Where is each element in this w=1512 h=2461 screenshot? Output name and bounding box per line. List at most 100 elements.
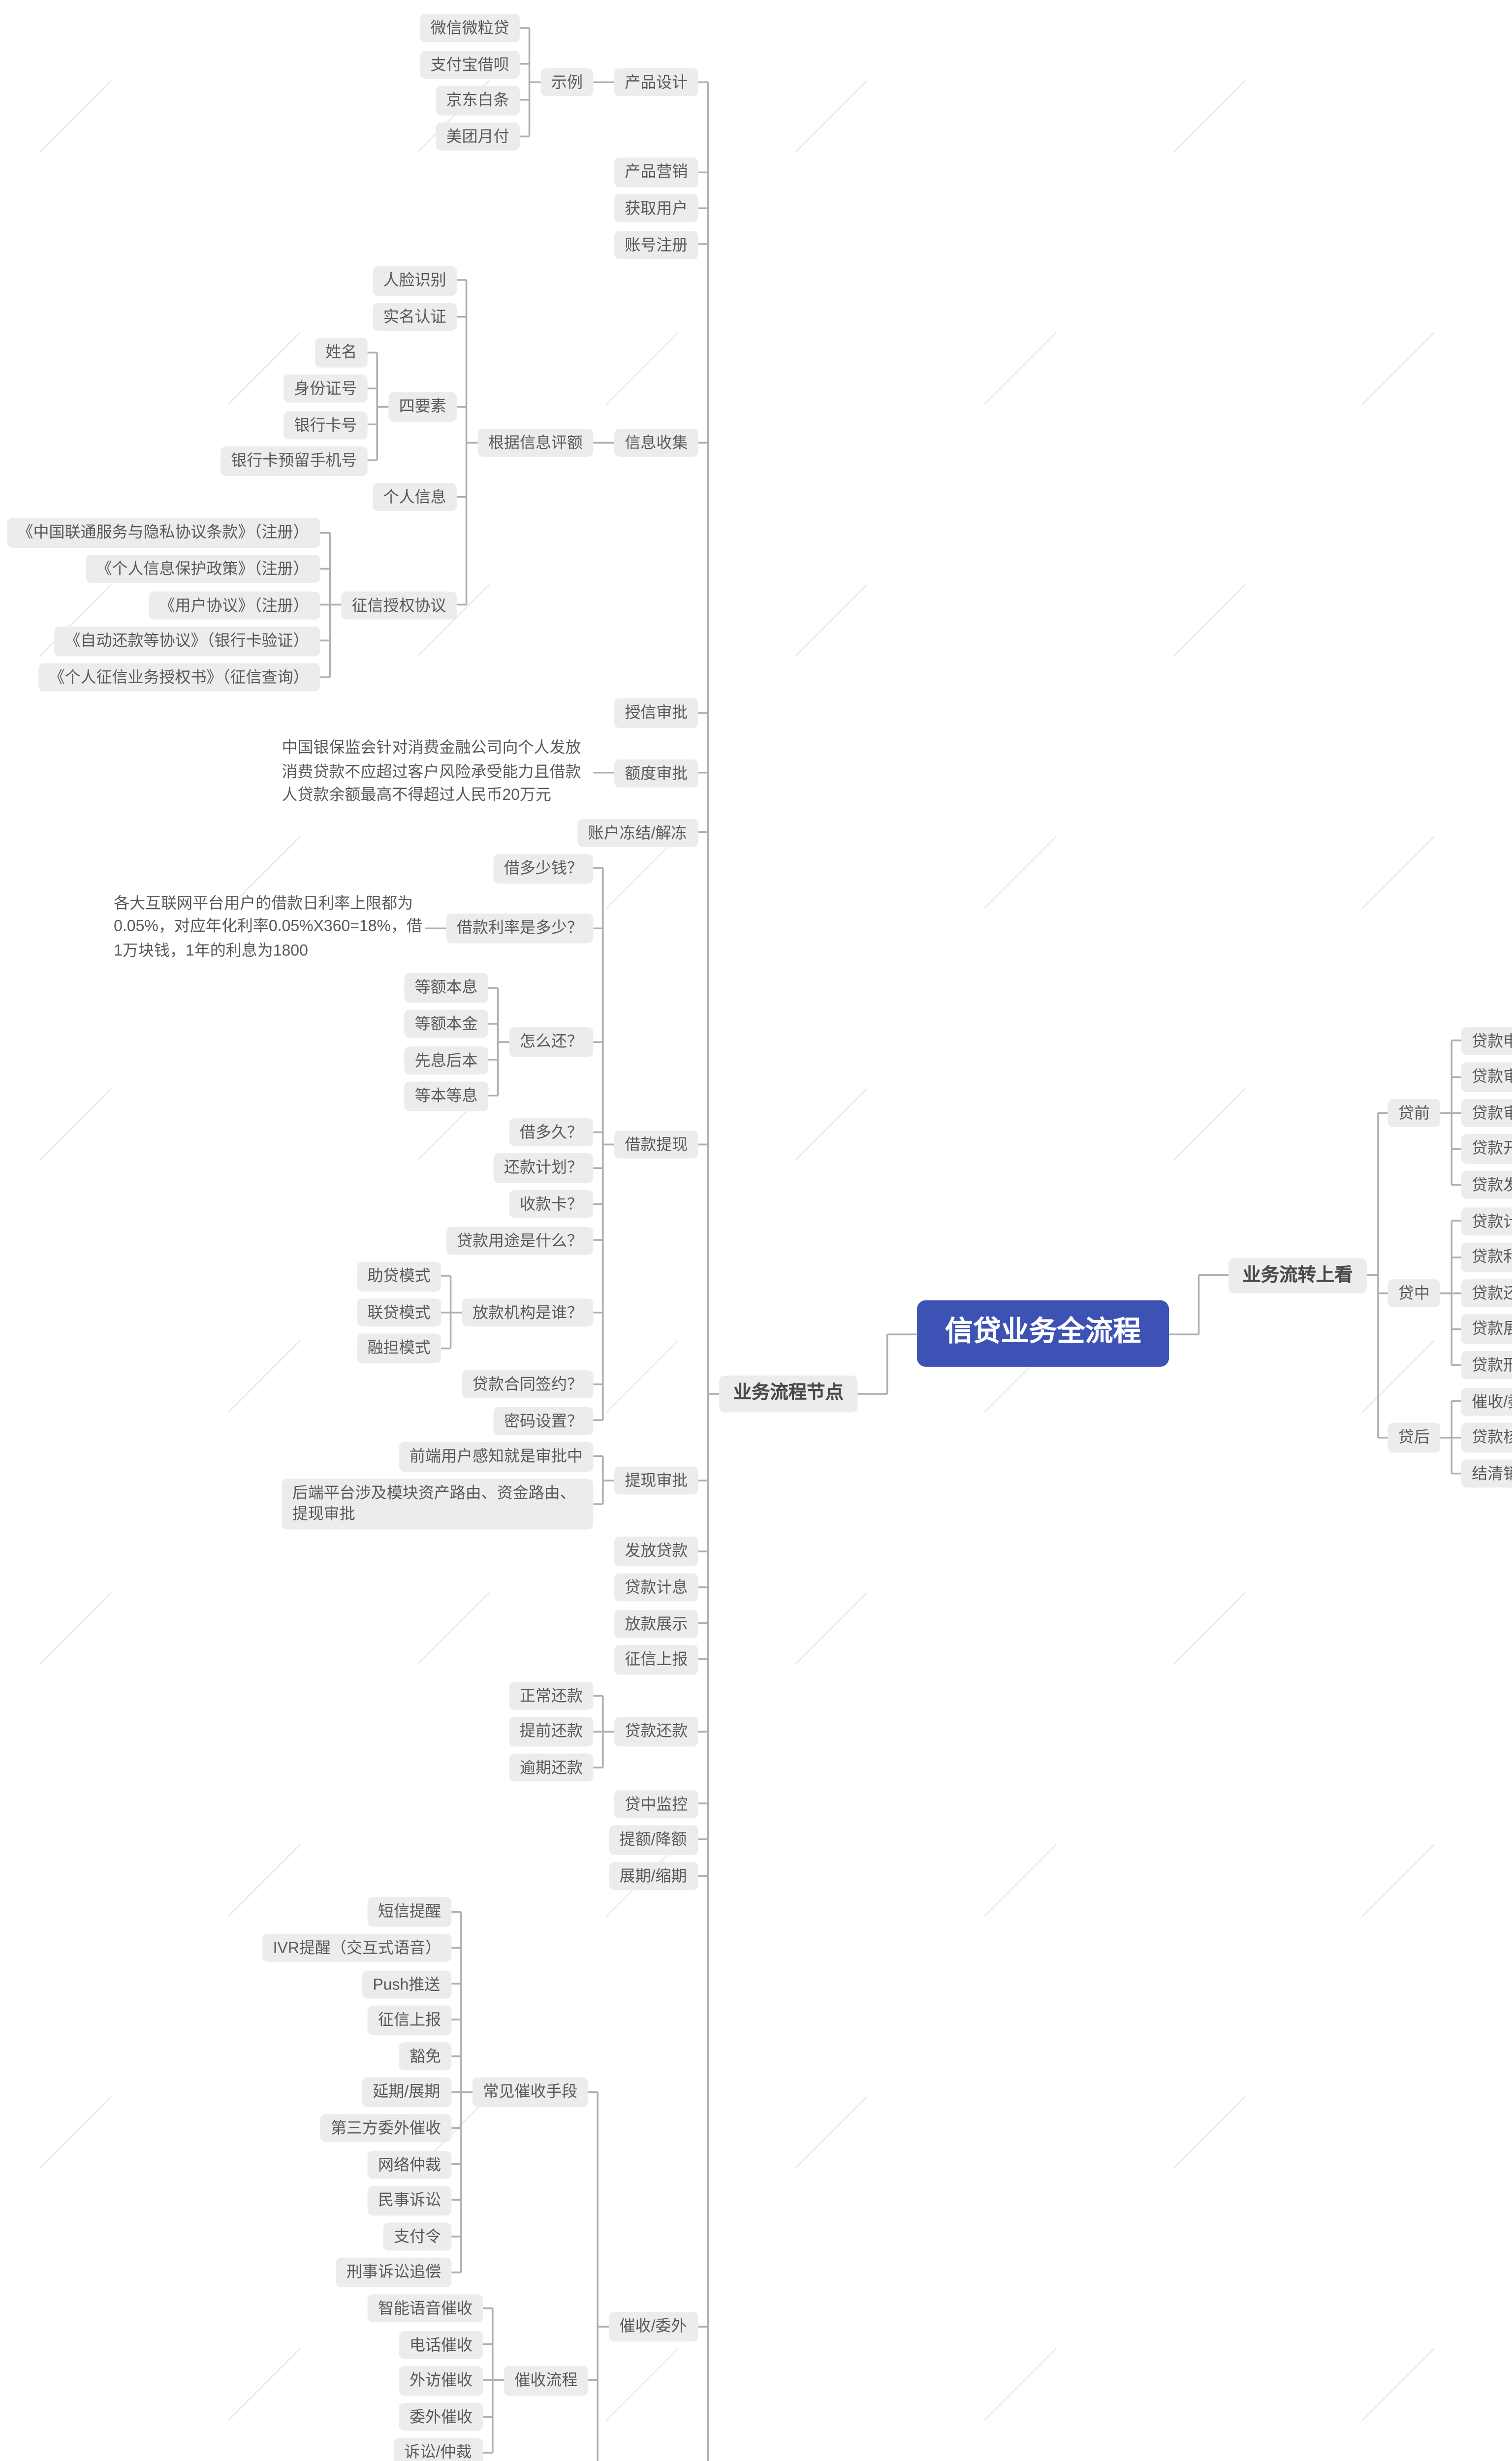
subtopic: 展期/缩期 bbox=[609, 1862, 697, 1891]
subtopic: Push推送 bbox=[362, 1970, 451, 1999]
background-watermark-mark bbox=[1361, 1844, 1435, 1917]
background-watermark-mark bbox=[1172, 584, 1246, 657]
background-watermark-mark bbox=[1361, 332, 1435, 405]
subtopic: 豁免 bbox=[399, 2042, 452, 2071]
subtopic: 提现审批 bbox=[614, 1466, 698, 1495]
subtopic: 借多久？ bbox=[509, 1118, 594, 1147]
subtopic: 账户冻结/解冻 bbox=[577, 818, 697, 847]
background-watermark-mark bbox=[38, 80, 112, 153]
subtopic: 借款利率是多少？ bbox=[446, 914, 594, 943]
subtopic: 放款展示 bbox=[614, 1609, 698, 1638]
subtopic: 诉讼/仲裁 bbox=[393, 2438, 482, 2461]
subtopic: 银行卡预留手机号 bbox=[220, 446, 368, 475]
background-watermark-mark bbox=[983, 2348, 1057, 2421]
subtopic: 催收流程 bbox=[504, 2366, 588, 2396]
background-watermark-mark bbox=[794, 80, 868, 153]
subtopic: 还款计划？ bbox=[493, 1154, 594, 1183]
subtopic: 贷款展期处理 bbox=[1461, 1315, 1512, 1344]
branch-topic: 业务流转上看 bbox=[1228, 1257, 1367, 1294]
subtopic: 贷款合同签约？ bbox=[462, 1370, 594, 1399]
subtopic: 前端用户感知就是审批中 bbox=[399, 1442, 594, 1471]
background-watermark-mark bbox=[38, 2096, 112, 2169]
subtopic: 授信审批 bbox=[614, 699, 698, 728]
subtopic: 催收/委外 bbox=[1461, 1387, 1512, 1416]
subtopic: 结清销户 bbox=[1461, 1459, 1512, 1488]
subtopic: 后端平台涉及模块资产路由、资金路由、提现审批 bbox=[282, 1478, 594, 1529]
subtopic: 获取用户 bbox=[614, 194, 698, 223]
background-watermark-mark bbox=[227, 2348, 301, 2421]
background-watermark-mark bbox=[1361, 2348, 1435, 2421]
subtopic: 第三方委外催收 bbox=[320, 2114, 452, 2143]
subtopic: 贷款申请 bbox=[1461, 1026, 1512, 1056]
subtopic: 个人信息 bbox=[373, 482, 457, 511]
background-watermark-mark bbox=[1361, 836, 1435, 909]
subtopic: 贷中监控 bbox=[614, 1789, 698, 1819]
subtopic: 征信授权协议 bbox=[341, 591, 457, 620]
background-watermark-mark bbox=[794, 2096, 868, 2169]
subtopic: 姓名 bbox=[315, 338, 368, 367]
subtopic: 《自动还款等协议》（银行卡验证） bbox=[54, 627, 319, 656]
subtopic: 借多少钱？ bbox=[493, 854, 594, 883]
subtopic: 智能语音催收 bbox=[367, 2294, 483, 2323]
subtopic: 支付宝借呗 bbox=[420, 50, 520, 79]
subtopic: 委外催收 bbox=[399, 2402, 483, 2431]
subtopic: 征信上报 bbox=[367, 2006, 452, 2035]
background-watermark-mark bbox=[1172, 1088, 1246, 1161]
subtopic: 身份证号 bbox=[283, 374, 368, 404]
subtopic: IVR提醒（交互式语音） bbox=[262, 1933, 452, 1963]
subtopic: 收款卡？ bbox=[509, 1190, 594, 1219]
background-watermark-mark bbox=[38, 1088, 112, 1161]
subtopic: 融担模式 bbox=[357, 1334, 441, 1363]
background-watermark-mark bbox=[227, 1844, 301, 1917]
background-watermark-mark bbox=[1172, 2096, 1246, 2169]
background-watermark-mark bbox=[1361, 1340, 1435, 1413]
subtopic: 信息收集 bbox=[614, 428, 698, 458]
subtopic: 贷前 bbox=[1387, 1099, 1441, 1128]
subtopic: 贷款审查 bbox=[1461, 1063, 1512, 1092]
subtopic: 贷款还款 bbox=[614, 1717, 698, 1746]
subtopic: 贷款利率调整 bbox=[1461, 1243, 1512, 1272]
subtopic: 美团月付 bbox=[436, 122, 520, 151]
subtopic: 根据信息评额 bbox=[477, 428, 594, 458]
background-watermark-mark bbox=[227, 1340, 301, 1413]
subtopic: 额度审批 bbox=[614, 758, 698, 788]
subtopic: 《中国联通服务与隐私协议条款》（注册） bbox=[7, 518, 319, 548]
subtopic: 实名认证 bbox=[373, 302, 457, 331]
branch-topic: 业务流程节点 bbox=[719, 1376, 858, 1412]
note-text: 中国银保监会针对消费金融公司向个人发放消费贷款不应超过客户风险承受能力且借款人贷… bbox=[282, 738, 581, 803]
subtopic: 借款提现 bbox=[614, 1130, 698, 1159]
background-watermark-mark bbox=[1172, 1592, 1246, 1665]
subtopic: 贷款核销 bbox=[1461, 1423, 1512, 1452]
subtopic: 外访催收 bbox=[399, 2366, 483, 2396]
subtopic: 等额本金 bbox=[404, 1010, 489, 1039]
background-watermark-mark bbox=[983, 332, 1057, 405]
subtopic: 京东白条 bbox=[436, 86, 520, 115]
subtopic: 《个人征信业务授权书》（征信查询） bbox=[38, 663, 319, 692]
subtopic: 怎么还？ bbox=[509, 1028, 594, 1057]
subtopic: 四要素 bbox=[388, 392, 457, 421]
subtopic: 延期/展期 bbox=[362, 2078, 451, 2107]
subtopic: 联贷模式 bbox=[357, 1298, 441, 1327]
background-watermark-mark bbox=[605, 2348, 679, 2421]
central-topic: 信贷业务全流程 bbox=[917, 1301, 1169, 1368]
subtopic: 发放贷款 bbox=[614, 1537, 698, 1566]
subtopic: 产品设计 bbox=[614, 68, 698, 97]
subtopic: 支付令 bbox=[383, 2222, 452, 2251]
subtopic: 贷后 bbox=[1387, 1423, 1441, 1452]
subtopic: 贷款发放 bbox=[1461, 1170, 1512, 1200]
subtopic: 贷款计息 bbox=[614, 1573, 698, 1602]
subtopic: 提额/降额 bbox=[609, 1826, 697, 1855]
subtopic: 催收/委外 bbox=[609, 2312, 697, 2341]
subtopic: 人脸识别 bbox=[373, 266, 457, 295]
subtopic: 贷款用途是什么？ bbox=[446, 1226, 594, 1255]
background-watermark-mark bbox=[605, 332, 679, 405]
subtopic: 逾期还款 bbox=[509, 1753, 594, 1782]
background-watermark-mark bbox=[605, 1340, 679, 1413]
subtopic: 常见催收手段 bbox=[472, 2078, 588, 2107]
subtopic: 银行卡号 bbox=[283, 410, 368, 440]
subtopic: 贷款计息 bbox=[1461, 1207, 1512, 1236]
background-watermark-mark bbox=[983, 1844, 1057, 1917]
background-watermark-mark bbox=[794, 1592, 868, 1665]
